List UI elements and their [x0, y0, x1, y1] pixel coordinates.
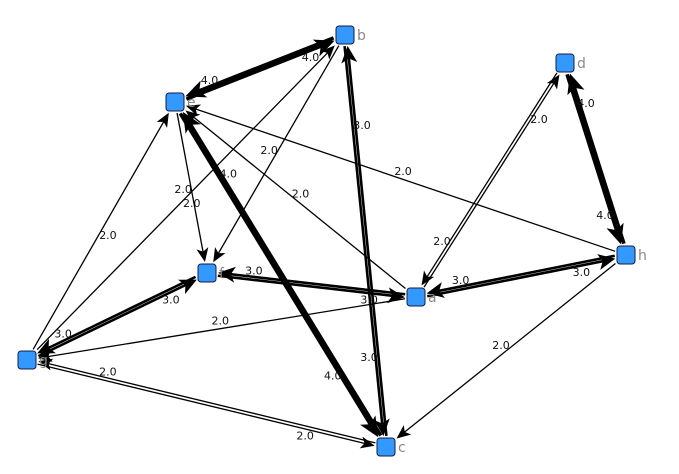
edge-h-a [436, 254, 615, 293]
edge-c-b [347, 55, 388, 436]
arrowhead-c-e [182, 111, 201, 134]
edge-labels-layer: 4.04.02.02.03.03.02.04.04.02.02.02.02.02… [54, 51, 613, 442]
edge-f-a [217, 274, 395, 298]
node-square[interactable] [335, 25, 355, 45]
edge-a-e [191, 115, 406, 289]
node-square[interactable] [376, 437, 396, 457]
arrowhead-h-e [185, 104, 202, 116]
edge-c-g [46, 362, 376, 444]
node-square[interactable] [555, 53, 575, 73]
nodes-layer: a b c d e f g h [17, 25, 647, 457]
arrowhead-d-a [421, 270, 435, 286]
node-label: a [428, 290, 437, 306]
arrowhead-e-f [196, 247, 209, 263]
node-f[interactable]: f [197, 263, 225, 283]
edge-weight-label: 4.0 [324, 369, 342, 382]
edge-weight-label: 2.0 [296, 430, 314, 443]
edge-weight-label: 3.0 [162, 293, 180, 306]
edge-weight-label: 2.0 [174, 183, 192, 196]
arrowhead-g-f [178, 279, 197, 295]
arrowhead-b-c [373, 418, 390, 437]
edge-g-b [36, 50, 330, 351]
edge-b-e [195, 36, 335, 94]
edge-d-h [565, 73, 620, 234]
node-square[interactable] [406, 287, 426, 307]
node-d[interactable]: d [555, 53, 586, 73]
node-label: c [398, 440, 406, 456]
edge-g-e [32, 119, 166, 350]
edge-e-f [176, 112, 205, 254]
edge-a-f [228, 272, 406, 296]
node-g[interactable]: g [17, 350, 48, 370]
arrowhead-g-e [156, 112, 169, 128]
node-label: g [39, 353, 48, 369]
node-square[interactable] [165, 92, 185, 112]
edge-weight-label: 4.0 [302, 51, 320, 64]
node-e[interactable]: e [165, 92, 196, 112]
edge-b-c [343, 46, 384, 427]
node-square[interactable] [616, 245, 636, 265]
edge-weight-label: 4.0 [219, 168, 237, 181]
edge-weight-label: 4.0 [596, 209, 614, 222]
edge-h-c [402, 262, 616, 434]
edge-weight-label: 4.0 [577, 97, 595, 110]
node-square[interactable] [17, 350, 37, 370]
arrowhead-h-a [426, 282, 445, 298]
edge-weight-label: 3.0 [245, 264, 263, 277]
edge-weight-label: 3.0 [353, 119, 371, 132]
edge-d-a [425, 72, 558, 279]
node-b[interactable]: b [335, 25, 366, 45]
edge-weight-label: 2.0 [394, 165, 412, 178]
edge-a-g [46, 298, 406, 358]
edge-weight-label: 2.0 [433, 235, 451, 248]
edge-weight-label: 2.0 [530, 113, 548, 126]
node-square[interactable] [197, 263, 217, 283]
edge-weight-label: 3.0 [54, 328, 72, 341]
edge-h-d [571, 84, 626, 245]
node-c[interactable]: c [376, 437, 406, 457]
edge-e-b [185, 43, 325, 101]
node-label: f [219, 266, 225, 282]
edge-weight-label: 2.0 [183, 197, 201, 210]
arrowhead-f-a [387, 287, 405, 304]
edge-weight-label: 2.0 [99, 229, 117, 242]
arrowhead-a-f [218, 266, 236, 283]
edge-h-e [193, 107, 616, 252]
arrowhead-f-g [37, 338, 56, 354]
edge-weight-label: 2.0 [492, 339, 510, 352]
edge-a-h [427, 259, 606, 298]
edge-weight-label: 3.0 [360, 351, 378, 364]
edge-g-c [37, 363, 367, 445]
edge-weight-label: 3.0 [360, 294, 378, 307]
edge-weight-label: 2.0 [211, 315, 229, 328]
edge-weight-label: 2.0 [260, 144, 278, 157]
arrowhead-c-g [38, 358, 54, 371]
node-label: b [357, 28, 366, 44]
edge-f-g [45, 275, 197, 351]
edge-weight-label: 2.0 [99, 365, 117, 378]
arrowhead-a-d [546, 74, 560, 90]
node-h[interactable]: h [616, 245, 647, 265]
edge-e-c [178, 112, 374, 428]
edges-layer [32, 36, 626, 449]
arrowhead-b-f [213, 247, 226, 263]
arrowhead-h-c [396, 425, 412, 439]
node-a[interactable]: a [406, 287, 437, 307]
arrowhead-g-b [320, 45, 335, 60]
edge-weight-label: 3.0 [452, 274, 470, 287]
arrowhead-b-e [185, 80, 208, 98]
edge-weight-label: 2.0 [292, 187, 310, 200]
edge-b-f [216, 45, 340, 256]
arrowhead-h-d [567, 73, 585, 96]
edge-c-e [187, 121, 383, 437]
node-label: d [577, 56, 586, 72]
edge-g-f [37, 282, 189, 358]
node-label: e [187, 95, 196, 111]
edge-a-d [423, 81, 556, 288]
edge-weight-label: 4.0 [201, 74, 219, 87]
node-label: h [638, 248, 647, 264]
edge-weight-label: 3.0 [573, 266, 591, 279]
